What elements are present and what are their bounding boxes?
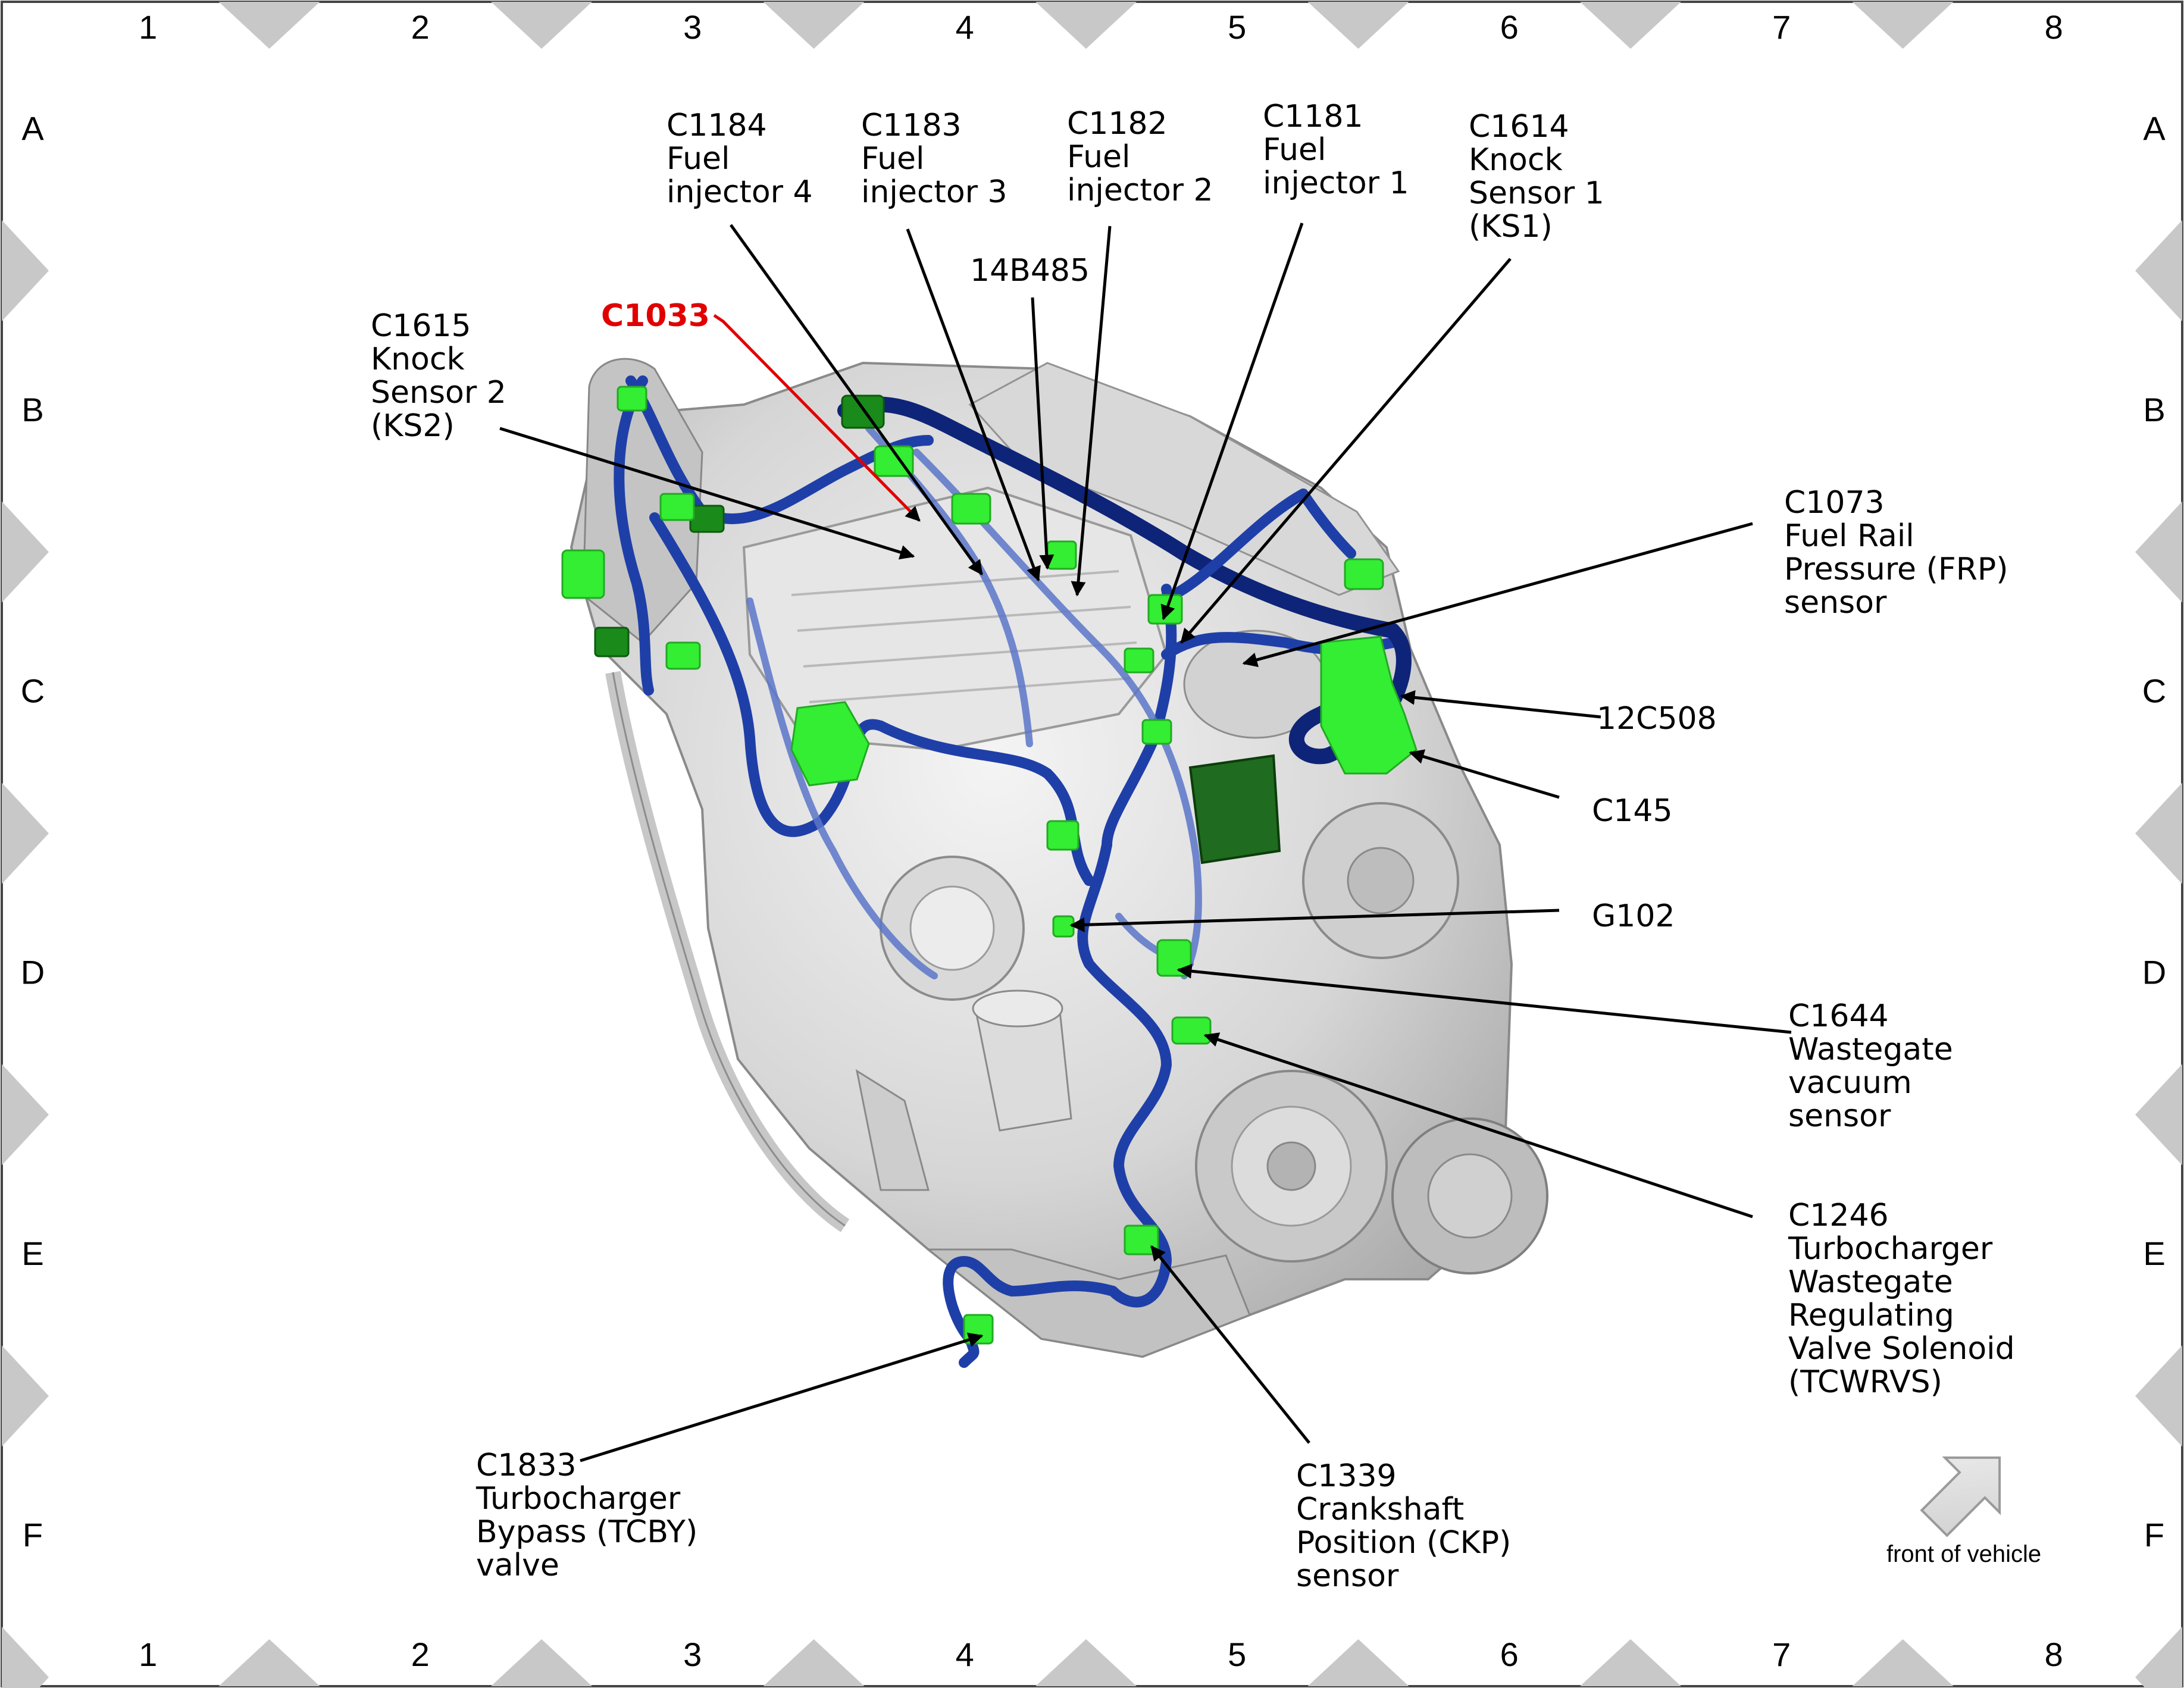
callout-c1181: C1181 Fuel injector 1 [1263, 99, 1409, 201]
callout-c1614: C1614 Knock Sensor 1 (KS1) [1469, 109, 1614, 245]
grid-column-label-top: 5 [1228, 8, 1246, 46]
grid-marker-top [1035, 2, 1137, 49]
orientation-indicator: front of vehicle [1886, 1456, 2041, 1567]
grid-row-label-right: B [2143, 391, 2165, 428]
grid-column-label-bottom: 4 [956, 1636, 974, 1673]
grid-column-label-bottom: 1 [139, 1636, 157, 1673]
grid-marker-right [2135, 1064, 2182, 1166]
arrow-up-right-icon [1920, 1456, 2001, 1537]
grid-row-label-right: A [2143, 109, 2166, 147]
callout-labels: C1184 Fuel injector 4 C1183 Fuel injecto… [371, 99, 2025, 1594]
grid-row-label-right: E [2143, 1235, 2165, 1272]
grid-marker-bottom [1852, 1639, 1954, 1686]
grid-column-label-top: 8 [2045, 8, 2063, 46]
grid-row-label-right: F [2144, 1516, 2164, 1554]
leader-lines [499, 223, 1792, 1462]
grid-marker-bottom [1035, 1639, 1137, 1686]
grid-column-label-top: 1 [139, 8, 157, 46]
grid-marker-right [2135, 1627, 2182, 1688]
grid-marker-right [2135, 1345, 2182, 1447]
grid-marker-top [218, 2, 320, 49]
grid-marker-left [2, 1064, 49, 1166]
callout-g102: G102 [1592, 898, 1675, 934]
grid-marker-bottom [1580, 1639, 1681, 1686]
connectors [561, 386, 1418, 1345]
callout-c1644: C1644 Wastegate vacuum sensor [1788, 998, 1963, 1134]
callout-c1073: C1073 Fuel Rail Pressure (FRP) sensor [1784, 485, 2018, 621]
grid-marker-bottom [218, 1639, 320, 1686]
grid-marker-top [1580, 2, 1681, 49]
grid-column-label-bottom: 6 [1500, 1636, 1519, 1673]
callout-c1615: C1615 Knock Sensor 2 (KS2) [371, 308, 516, 444]
grid-marker-left [2, 1627, 49, 1688]
grid-row-label-left: E [21, 1235, 43, 1272]
grid-marker-bottom [763, 1639, 865, 1686]
grid-column-label-bottom: 5 [1228, 1636, 1246, 1673]
grid-marker-bottom [491, 1639, 592, 1686]
callout-c1183: C1183 Fuel injector 3 [861, 108, 1007, 210]
callout-c1033: C1033 [601, 298, 710, 334]
grid-column-label-bottom: 3 [683, 1636, 702, 1673]
callout-c1339: C1339 Crankshaft Position (CKP) sensor [1296, 1458, 1521, 1594]
grid-column-label-top: 2 [411, 8, 430, 46]
grid-marker-left [2, 1345, 49, 1447]
grid-column-label-bottom: 2 [411, 1636, 430, 1673]
grid-row-label-left: A [21, 109, 44, 147]
grid-column-label-top: 6 [1500, 8, 1519, 46]
grid-row-label-left: F [23, 1516, 43, 1554]
grid-row-label-right: C [2142, 672, 2166, 710]
grid-marker-left [2, 501, 49, 603]
grid-column-label-bottom: 8 [2045, 1636, 2063, 1673]
grid-marker-left [2, 220, 49, 321]
callout-14b485: 14B485 [970, 253, 1090, 289]
grid-column-label-top: 4 [956, 8, 974, 46]
grid-marker-top [763, 2, 865, 49]
grid-column-label-top: 3 [683, 8, 702, 46]
grid-marker-top [491, 2, 592, 49]
grid-marker-right [2135, 501, 2182, 603]
front-of-vehicle-label: front of vehicle [1886, 1541, 2041, 1567]
grid-row-label-left: B [21, 391, 43, 428]
grid-marker-right [2135, 782, 2182, 884]
callout-c145: C145 [1592, 793, 1673, 829]
callout-c1246: C1246 Turbocharger Wastegate Regulating … [1788, 1198, 2025, 1400]
grid-marker-top [1307, 2, 1409, 49]
grid-column-label-bottom: 7 [1772, 1636, 1791, 1673]
callout-c1184: C1184 Fuel injector 4 [667, 108, 813, 210]
callout-c1833: C1833 Turbocharger Bypass (TCBY) valve [475, 1448, 708, 1583]
grid-row-label-right: D [2142, 953, 2166, 991]
grid-marker-left [2, 782, 49, 884]
grid-marker-bottom [1307, 1639, 1409, 1686]
grid-marker-right [2135, 220, 2182, 321]
grid-column-label-top: 7 [1772, 8, 1791, 46]
engine-illustration [570, 358, 1548, 1358]
grid-marker-top [1852, 2, 1954, 49]
callout-c1182: C1182 Fuel injector 2 [1067, 106, 1213, 208]
callout-12c508: 12C508 [1597, 701, 1717, 737]
grid-row-label-left: D [21, 953, 45, 991]
grid-row-label-left: C [21, 672, 45, 710]
